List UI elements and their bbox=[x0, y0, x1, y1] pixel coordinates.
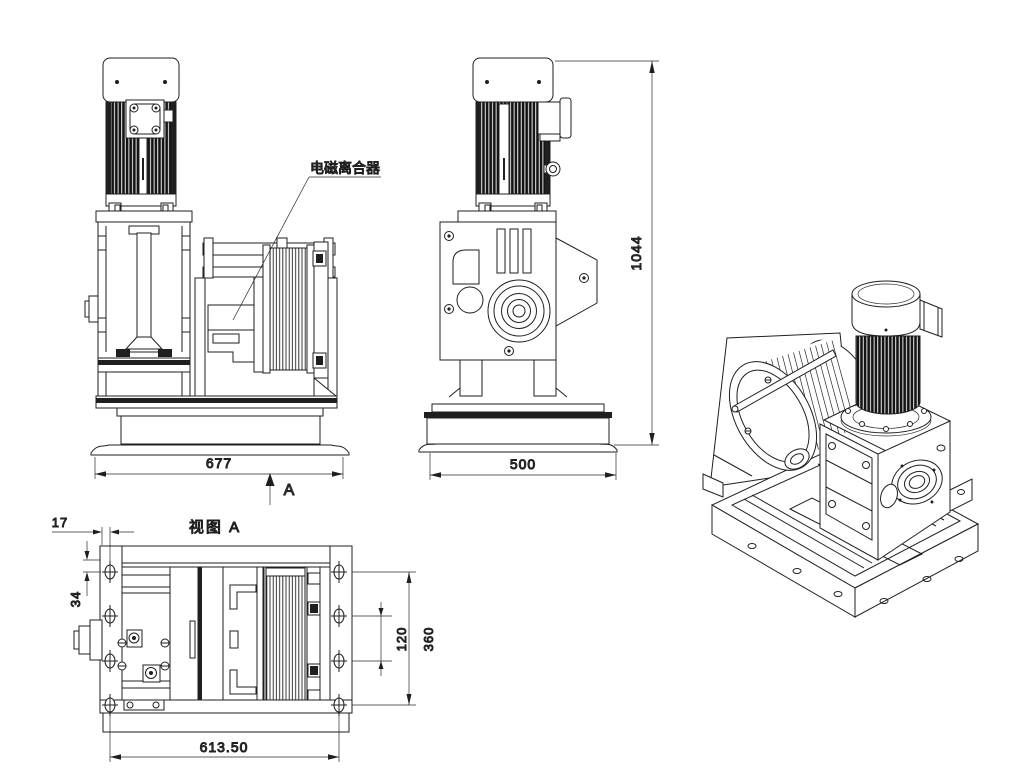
dimension-side-width: 500 bbox=[429, 453, 617, 480]
clutch-callout: 电磁离合器 bbox=[232, 160, 381, 321]
drum-cable-top-view bbox=[265, 575, 306, 701]
motor-front bbox=[102, 57, 180, 213]
dimension-front-width: 677 bbox=[94, 455, 344, 479]
dimension-overall-height: 1044 bbox=[555, 60, 659, 446]
view-a: 视图 A bbox=[51, 515, 437, 762]
motor-iso bbox=[840, 280, 943, 437]
side-width-dimension: 500 bbox=[510, 456, 536, 472]
dimension-hole-pitches: 120 360 bbox=[352, 571, 437, 706]
view-a-title: 视图 A bbox=[189, 519, 241, 536]
junction-box bbox=[537, 97, 572, 142]
shaft-end-top-view bbox=[89, 619, 103, 661]
hole-pitch-inner-dimension: 120 bbox=[394, 627, 409, 652]
clutch-callout-label: 电磁离合器 bbox=[310, 160, 380, 176]
drum-cable-wraps bbox=[269, 247, 308, 371]
dimension-base-length: 613.50 bbox=[109, 716, 340, 762]
front-width-dimension: 677 bbox=[206, 455, 232, 471]
eyebolt bbox=[543, 161, 561, 177]
side-bracket bbox=[555, 237, 598, 327]
base-front bbox=[90, 395, 350, 456]
isometric-view bbox=[702, 280, 980, 618]
front-view: 电磁离合器 677 A bbox=[84, 57, 381, 505]
view-a-body bbox=[73, 566, 321, 701]
motor-side bbox=[472, 57, 572, 213]
overall-height-dimension: 1044 bbox=[628, 235, 644, 270]
view-a-frame bbox=[99, 545, 353, 733]
slot-offset-dimension: 34 bbox=[68, 591, 83, 607]
view-direction-label: A bbox=[284, 482, 295, 499]
base-side bbox=[418, 403, 618, 453]
output-shaft-boss bbox=[487, 279, 551, 343]
junction-box-iso bbox=[919, 299, 943, 338]
gearbox-side bbox=[439, 210, 598, 398]
dimension-slot-edge-offset: 17 bbox=[51, 515, 134, 566]
view-direction-arrow: A bbox=[265, 473, 295, 505]
side-view: 500 1044 bbox=[418, 57, 659, 480]
base-length-dimension: 613.50 bbox=[200, 739, 249, 755]
hole-pitch-outer-dimension: 360 bbox=[421, 627, 436, 652]
slot-edge-offset-dimension: 17 bbox=[52, 515, 68, 530]
dimension-slot-offset: 34 bbox=[68, 541, 101, 608]
input-shaft-end bbox=[88, 295, 99, 323]
gearbox-front bbox=[84, 210, 193, 397]
cable-drum-front bbox=[194, 237, 338, 397]
